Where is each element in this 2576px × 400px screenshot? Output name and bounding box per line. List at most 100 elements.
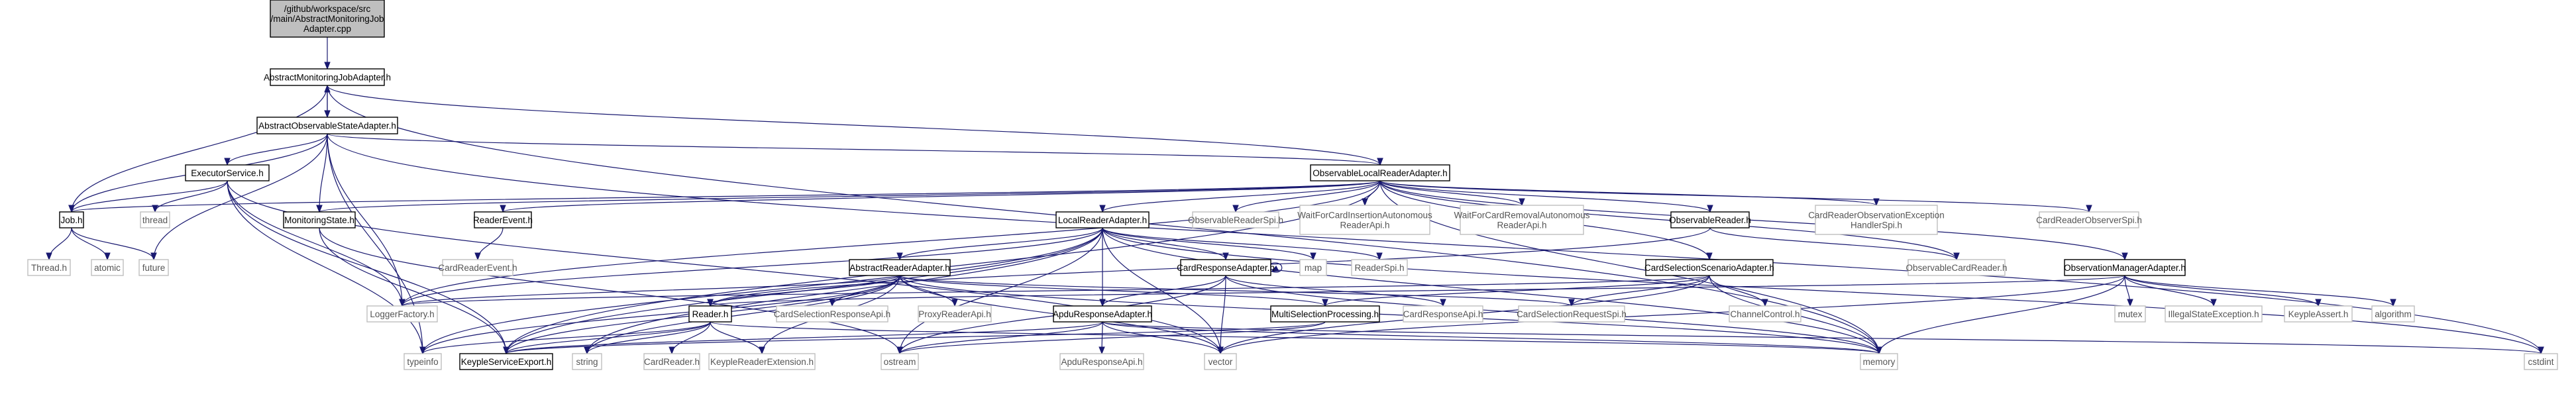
node-oma[interactable]: ObservationManagerAdapter.h (2064, 259, 2186, 276)
edge-olra-to-memory (1379, 180, 1882, 355)
node-obsreader[interactable]: ObservableReader.h (1669, 211, 1751, 228)
edge-line (1379, 180, 2090, 213)
node-label: CardResponseAdapter.h (1177, 263, 1275, 273)
node-box (2064, 259, 2186, 276)
edge-line (1102, 227, 1380, 260)
edge-line (506, 321, 711, 354)
node-label: ApduResponseApi.h (1061, 357, 1142, 367)
node-loggerfactory: LoggerFactory.h (366, 305, 438, 323)
edge-lra-to-ara (896, 227, 1103, 261)
node-threadh: Thread.h (27, 259, 71, 276)
node-label: KeypleReaderExtension.h (710, 357, 814, 367)
node-kse[interactable]: KeypleServiceExport.h (459, 353, 553, 370)
node-label: algorithm (2375, 309, 2412, 319)
edge-line (1709, 227, 1957, 260)
edge-obsreader-to-ocr (1709, 227, 1960, 261)
edge-arrowhead (46, 252, 52, 261)
edge-line (1220, 275, 1226, 354)
node-box (1192, 211, 1279, 228)
node-reader[interactable]: Reader.h (688, 305, 732, 323)
node-cssa[interactable]: CardSelectionScenarioAdapter.h (1644, 259, 1774, 276)
edge-reader-to-cardreader (669, 321, 711, 355)
edge-line (422, 275, 900, 354)
node-monstate[interactable]: MonitoringState.h (283, 211, 356, 228)
edge-olra-to-wfcra (1379, 180, 1525, 207)
node-aosa[interactable]: AbstractObservableStateAdapter.h (256, 117, 398, 134)
node-box (1299, 205, 1430, 235)
node-label: /github/workspace/src (284, 4, 371, 14)
edge-oma-to-reader (707, 275, 2125, 307)
edge-exec-to-thread (152, 180, 228, 213)
node-amja[interactable]: AbstractMonitoringJobAdapter.h (264, 68, 391, 86)
edge-arrowhead (584, 346, 590, 355)
edge-line (1102, 227, 1226, 260)
node-ara[interactable]: AbstractReaderAdapter.h (849, 259, 951, 276)
node-box (2114, 305, 2146, 323)
edge-line (1102, 227, 2542, 354)
node-box (185, 164, 270, 181)
node-msp[interactable]: MultiSelectionProcessing.h (1270, 305, 1380, 323)
node-cardreaderevent: CardReaderEvent.h (438, 259, 517, 276)
edge-line (2124, 275, 2214, 307)
edge-olra-to-job (68, 180, 1381, 213)
edge-line (327, 133, 1381, 166)
node-exec[interactable]: ExecutorService.h (185, 164, 270, 181)
edge-job-to-future (71, 227, 157, 261)
node-box (1270, 305, 1380, 323)
edge-line (586, 321, 711, 354)
node-label: vector (1208, 357, 1233, 367)
node-csrspi: CardSelectionRequestSpi.h (1517, 305, 1627, 323)
node-box (1518, 305, 1625, 323)
node-readerevent[interactable]: ReaderEvent.h (473, 211, 533, 228)
edge-oma-to-algorithm (2124, 275, 2396, 307)
node-olra[interactable]: ObservableLocalReaderAdapter.h (1310, 164, 1450, 181)
node-label: atomic (94, 263, 121, 273)
edge-arrowhead (1707, 205, 1713, 213)
edge-arrowhead (1519, 198, 1525, 207)
node-box (1059, 353, 1144, 370)
node-lra[interactable]: LocalReaderAdapter.h (1055, 211, 1150, 228)
node-job[interactable]: Job.h (59, 211, 84, 228)
node-ors: ObservableReaderSpi.h (1188, 211, 1283, 228)
edge-arrowhead (324, 84, 331, 93)
node-label: ReaderEvent.h (473, 215, 533, 225)
node-label: memory (1863, 357, 1896, 367)
node-apdura[interactable]: ApduResponseAdapter.h (1053, 305, 1152, 323)
edge-cssa-to-chctrl (1709, 275, 1768, 307)
node-label: ObservationManagerAdapter.h (2064, 263, 2186, 273)
node-box (1053, 305, 1152, 323)
node-label: CardReaderObservationException (1808, 211, 1945, 221)
node-box (1299, 259, 1327, 276)
edge-line (71, 85, 328, 213)
node-label: IllegalStateException.h (2168, 309, 2259, 319)
edge-line (227, 133, 328, 166)
edge-line (899, 275, 1880, 354)
node-label: ReaderApi.h (1340, 221, 1389, 230)
node-label: ostream (884, 357, 916, 367)
edge-arrowhead (152, 205, 158, 213)
node-label: thread (142, 215, 168, 225)
node-box (688, 305, 732, 323)
node-label: CardReaderObserverSpi.h (2036, 215, 2142, 225)
edge-arrowhead (1440, 299, 1446, 307)
node-box (1729, 305, 1801, 323)
edge-line (2124, 275, 2394, 307)
node-cra[interactable]: CardResponseAdapter.h (1177, 259, 1275, 276)
node-box (1055, 211, 1150, 228)
node-label: CardSelectionRequestSpi.h (1517, 309, 1627, 319)
edge-line (71, 180, 1381, 213)
edge-arrowhead (1762, 299, 1768, 307)
edge-arrowhead (2390, 299, 2396, 307)
node-label: AbstractMonitoringJobAdapter.h (264, 73, 391, 83)
edge-line (899, 321, 1103, 354)
edge-readerevent-to-cardreaderevent (474, 227, 504, 261)
edge-line (1102, 321, 2542, 354)
edge-arrowhead (759, 346, 765, 355)
edge-line (710, 275, 900, 307)
node-ise: IllegalStateException.h (2165, 305, 2263, 323)
edge-line (319, 180, 1381, 213)
edge-amja-to-olra (327, 85, 1383, 166)
node-label: CardSelectionScenarioAdapter.h (1644, 263, 1774, 273)
node-ostream: ostream (881, 353, 919, 370)
